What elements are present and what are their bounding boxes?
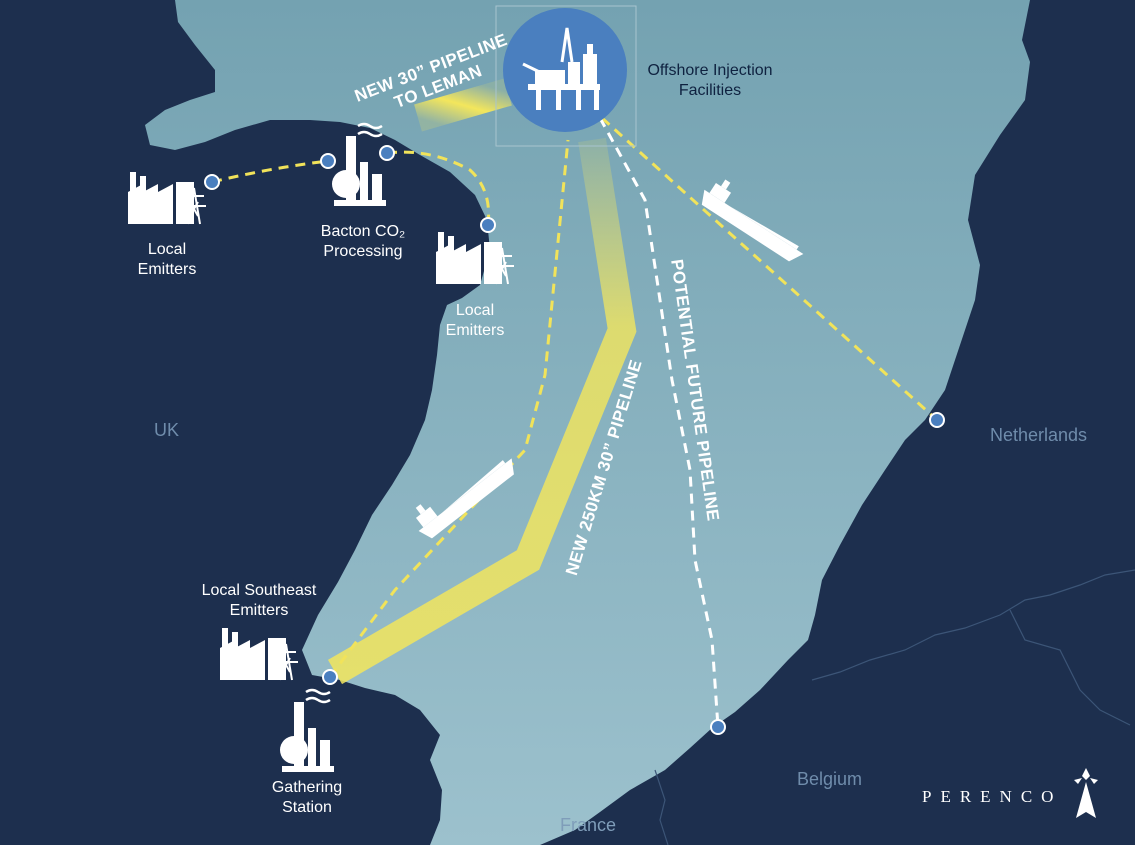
pipeline-bacton-to-local-right: [386, 150, 491, 226]
bacton-label: Bacton CO₂ Processing: [308, 222, 418, 262]
node-bacton-left: [320, 153, 336, 169]
pipeline-southeast-to-offshore: [328, 139, 570, 678]
ship-icon: [701, 179, 804, 262]
local-southeast-line1: Local Southeast: [201, 582, 317, 599]
factory-pylon-icon: [220, 628, 298, 681]
leman-pipeline-band: [414, 78, 512, 132]
bacton-label-line1: Bacton CO₂: [320, 223, 406, 240]
node-france-coast: [710, 719, 726, 735]
pipeline-local-to-bacton: [211, 159, 329, 184]
belgium-border: [811, 569, 1135, 681]
node-local-emitters-right: [480, 217, 496, 233]
nl-de-border: [1009, 609, 1131, 726]
france-border: [654, 769, 669, 845]
node-southeast: [322, 669, 338, 685]
country-netherlands: Netherlands: [990, 425, 1088, 445]
gathering-station-label: Gathering Station: [262, 778, 352, 818]
node-netherlands: [929, 412, 945, 428]
local-emitters-right-line2: Emitters: [445, 322, 505, 339]
perenco-logo-text: PERENCO: [922, 787, 1063, 806]
gathering-line2: Station: [282, 799, 332, 816]
country-uk: UK: [154, 420, 180, 440]
local-emitters-left-label: Local Emitters: [122, 240, 212, 280]
local-southeast-label: Local Southeast Emitters: [190, 581, 328, 621]
offshore-frame: [495, 5, 637, 147]
gathering-line1: Gathering: [271, 779, 343, 796]
processing-plant-icon: [280, 688, 334, 772]
main-pipeline-band: [327, 137, 637, 685]
pipeline-potential-future: [598, 117, 720, 728]
node-local-emitters-left: [204, 174, 220, 190]
factory-pylon-icon: [128, 172, 206, 225]
local-southeast-line2: Emitters: [229, 602, 289, 619]
local-emitters-left-line2: Emitters: [137, 261, 197, 278]
factory-pylon-icon: [436, 232, 514, 285]
local-emitters-left-line1: Local: [147, 241, 187, 258]
offshore-platform-icon: [522, 27, 600, 110]
local-emitters-right-label: Local Emitters: [430, 301, 520, 341]
offshore-label-line1: Offshore Injection: [647, 62, 773, 79]
processing-plant-icon: [332, 122, 386, 206]
offshore-facilities-label: Offshore Injection Facilities: [640, 61, 780, 101]
ship-icon: [415, 458, 514, 539]
perenco-logo-icon: [1074, 768, 1098, 818]
local-emitters-right-line1: Local: [455, 302, 495, 319]
pipeline-to-netherlands: [600, 116, 939, 422]
bacton-label-line2: Processing: [323, 243, 403, 260]
country-belgium: Belgium: [797, 769, 863, 789]
node-bacton-right: [379, 145, 395, 161]
country-france: France: [560, 815, 617, 835]
offshore-label-line2: Facilities: [678, 82, 742, 99]
